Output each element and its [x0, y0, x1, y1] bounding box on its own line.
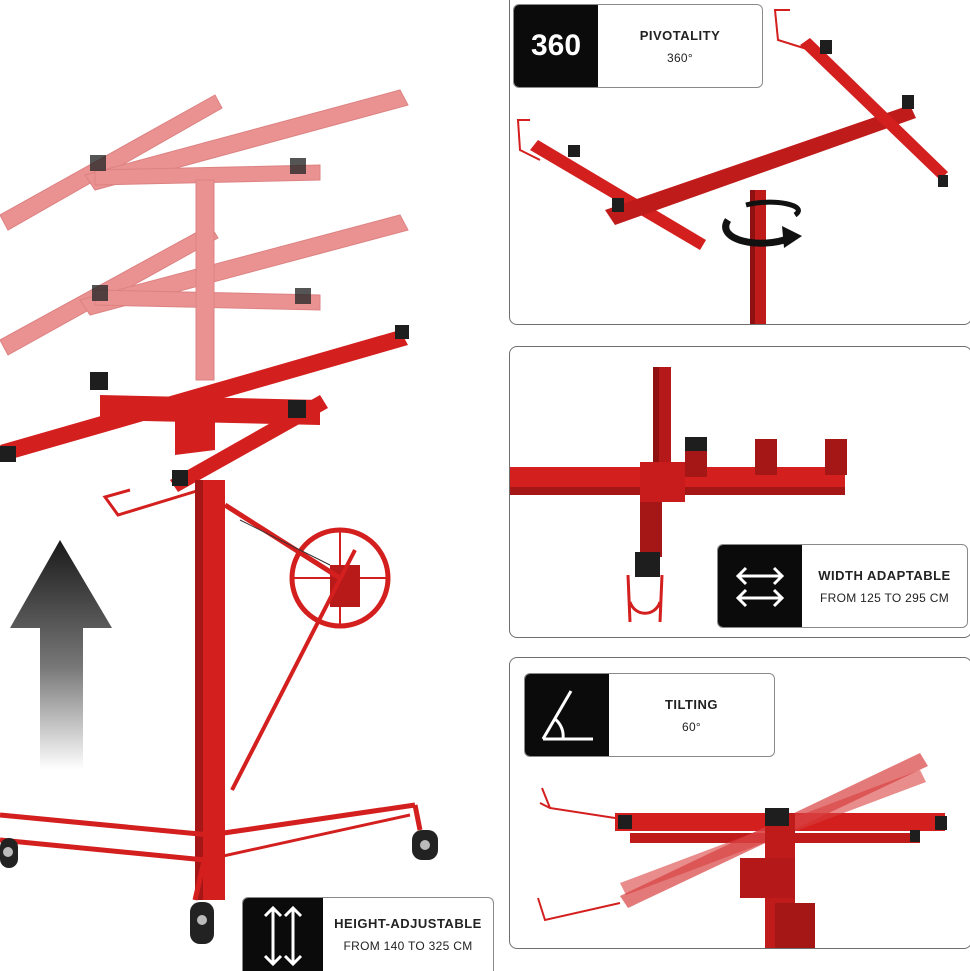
- pivot-number-box: 360: [514, 5, 598, 87]
- pivot-title: PIVOTALITY: [639, 27, 721, 43]
- rotate-arrow-icon: [722, 199, 802, 248]
- pivot-panel: 360 PIVOTALITY 360°: [509, 0, 970, 325]
- vertical-arrows-icon: [243, 898, 323, 971]
- pivot-badge: 360 PIVOTALITY 360°: [513, 4, 763, 88]
- pivot-value: 360°: [666, 50, 694, 65]
- width-illustration: [510, 367, 847, 623]
- up-arrow-icon: [10, 540, 112, 770]
- width-value: FROM 125 TO 295 CM: [820, 590, 949, 605]
- height-title: HEIGHT-ADJUSTABLE: [334, 916, 482, 931]
- width-title: WIDTH ADAPTABLE: [818, 567, 951, 583]
- angle-icon: [525, 674, 609, 756]
- pivot-illustration: [516, 9, 948, 324]
- tilt-badge: TILTING 60°: [524, 673, 775, 757]
- width-panel: WIDTH ADAPTABLE FROM 125 TO 295 CM: [509, 346, 970, 638]
- height-value: FROM 140 TO 325 CM: [343, 939, 473, 953]
- tilt-panel: TILTING 60°: [509, 657, 970, 949]
- pivot-big-label: 360: [530, 29, 582, 62]
- height-badge: HEIGHT-ADJUSTABLE FROM 140 TO 325 CM: [242, 897, 494, 971]
- tilt-title: TILTING: [664, 696, 719, 712]
- tilt-value: 60°: [681, 719, 702, 734]
- horizontal-arrows-icon: [718, 545, 802, 627]
- width-badge: WIDTH ADAPTABLE FROM 125 TO 295 CM: [717, 544, 968, 628]
- tilt-illustration: [537, 753, 947, 948]
- drywall-lift-illustration: [0, 89, 438, 944]
